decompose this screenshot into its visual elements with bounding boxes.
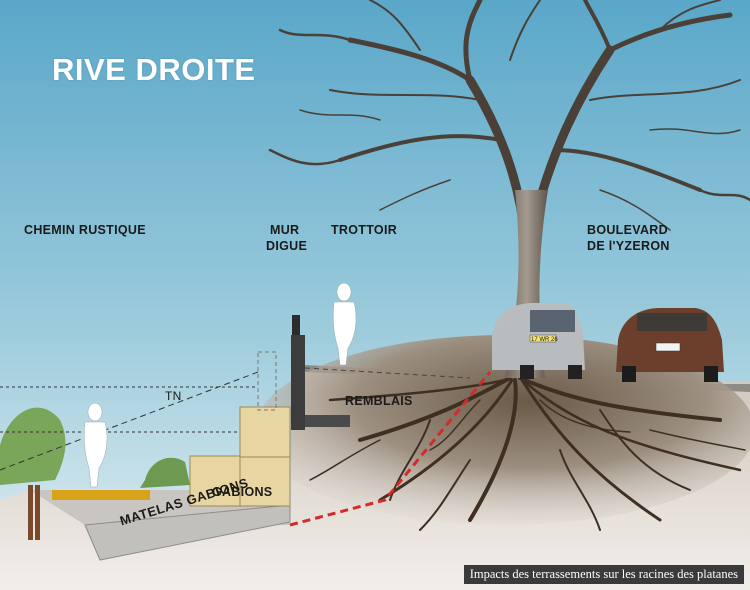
tn-line-right [304,367,471,379]
path-strip [52,490,150,500]
left-bush [0,407,66,485]
tn-slope-line [0,371,259,471]
wall-footing [305,415,350,427]
label-remblais: REMBLAIS [345,394,413,408]
label-digue: DIGUE [266,239,308,253]
small-bush [140,457,190,488]
wood-post-1 [28,485,33,540]
label-chemin-rustique: CHEMIN RUSTIQUE [24,223,146,237]
car-silver [492,303,585,379]
page-title: RIVE DROITE [52,52,256,87]
label-tn: TN [165,389,182,403]
label-mur: MUR [270,223,300,237]
old-wall-outline [257,351,277,411]
person-path [83,402,108,488]
figure-caption: Impacts des terrassements sur les racine… [463,565,744,584]
person-sidewalk [332,282,357,366]
root-zone [255,335,750,525]
car-brown [616,308,724,382]
levee-wall [291,335,305,430]
license-plate-text: 17 WR 26 [531,337,558,343]
label-yzeron: DE l'YZERON [587,239,670,253]
label-gabions: GABIONS [212,485,273,499]
label-trottoir: TROTTOIR [331,223,398,237]
label-boulevard: BOULEVARD [587,223,668,237]
railing-post [292,315,300,335]
tree-roots [309,376,746,531]
matelas-gabions [84,504,291,561]
wood-post-2 [35,485,40,540]
impact-line [289,371,492,527]
